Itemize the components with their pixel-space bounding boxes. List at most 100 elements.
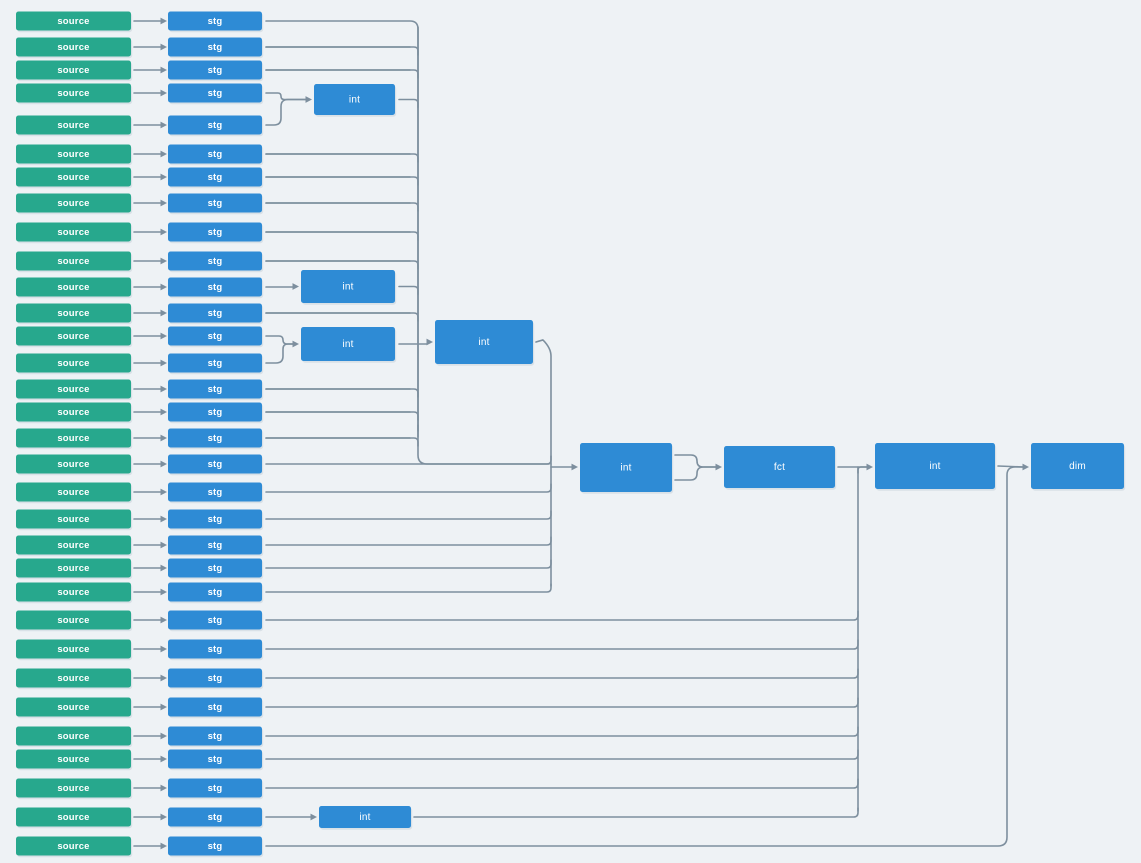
node-int-merge[interactable]: int — [435, 320, 535, 366]
node-box[interactable] — [580, 443, 672, 492]
node-int-right[interactable]: int — [875, 443, 997, 491]
node-box[interactable] — [168, 558, 262, 578]
node-stg-7[interactable]: stg — [168, 193, 264, 215]
node-box[interactable] — [1031, 443, 1124, 489]
node-box[interactable] — [168, 167, 262, 187]
node-int-bottom[interactable]: int — [319, 806, 413, 830]
node-stg-18[interactable]: stg — [168, 482, 264, 504]
node-stg-24[interactable]: stg — [168, 639, 264, 661]
node-box[interactable] — [16, 144, 131, 164]
node-box[interactable] — [168, 697, 262, 717]
node-box[interactable] — [16, 37, 131, 57]
node-box[interactable] — [168, 402, 262, 422]
node-box[interactable] — [168, 428, 262, 448]
node-box[interactable] — [724, 446, 835, 488]
node-box[interactable] — [16, 639, 131, 659]
node-box[interactable] — [168, 726, 262, 746]
node-source-24[interactable]: source — [16, 639, 133, 661]
node-box[interactable] — [16, 353, 131, 373]
node-box[interactable] — [168, 454, 262, 474]
node-int-top[interactable]: int — [314, 84, 397, 117]
node-box[interactable] — [168, 535, 262, 555]
node-stg-23[interactable]: stg — [168, 610, 264, 632]
node-source-31[interactable]: source — [16, 836, 133, 858]
node-source-10[interactable]: source — [16, 277, 133, 299]
node-box[interactable] — [168, 115, 262, 135]
node-stg-16[interactable]: stg — [168, 428, 264, 450]
node-dim[interactable]: dim — [1031, 443, 1126, 491]
node-box[interactable] — [168, 639, 262, 659]
node-source-4[interactable]: source — [16, 115, 133, 137]
node-box[interactable] — [16, 582, 131, 602]
node-stg-26[interactable]: stg — [168, 697, 264, 719]
node-box[interactable] — [168, 807, 262, 827]
node-source-16[interactable]: source — [16, 428, 133, 450]
node-box[interactable] — [168, 144, 262, 164]
node-box[interactable] — [16, 509, 131, 529]
node-stg-21[interactable]: stg — [168, 558, 264, 580]
node-source-12[interactable]: source — [16, 326, 133, 348]
node-stg-1[interactable]: stg — [168, 37, 264, 59]
node-stg-28[interactable]: stg — [168, 749, 264, 771]
node-box[interactable] — [168, 251, 262, 271]
node-box[interactable] — [16, 836, 131, 856]
node-stg-31[interactable]: stg — [168, 836, 264, 858]
node-stg-6[interactable]: stg — [168, 167, 264, 189]
node-int-main[interactable]: int — [580, 443, 674, 494]
node-source-29[interactable]: source — [16, 778, 133, 800]
node-source-21[interactable]: source — [16, 558, 133, 580]
node-stg-15[interactable]: stg — [168, 402, 264, 424]
node-source-26[interactable]: source — [16, 697, 133, 719]
node-box[interactable] — [16, 778, 131, 798]
node-source-18[interactable]: source — [16, 482, 133, 504]
node-box[interactable] — [168, 193, 262, 213]
node-source-17[interactable]: source — [16, 454, 133, 476]
node-source-28[interactable]: source — [16, 749, 133, 771]
node-box[interactable] — [168, 836, 262, 856]
node-source-9[interactable]: source — [16, 251, 133, 273]
node-box[interactable] — [168, 277, 262, 297]
node-int-mid1[interactable]: int — [301, 270, 397, 305]
node-box[interactable] — [314, 84, 395, 115]
node-source-23[interactable]: source — [16, 610, 133, 632]
node-source-25[interactable]: source — [16, 668, 133, 690]
node-stg-22[interactable]: stg — [168, 582, 264, 604]
node-box[interactable] — [168, 83, 262, 103]
node-box[interactable] — [168, 353, 262, 373]
node-stg-0[interactable]: stg — [168, 11, 264, 33]
node-stg-19[interactable]: stg — [168, 509, 264, 531]
node-box[interactable] — [168, 582, 262, 602]
node-source-6[interactable]: source — [16, 167, 133, 189]
node-box[interactable] — [16, 277, 131, 297]
node-box[interactable] — [168, 668, 262, 688]
node-stg-17[interactable]: stg — [168, 454, 264, 476]
node-box[interactable] — [16, 167, 131, 187]
node-int-mid2[interactable]: int — [301, 327, 397, 363]
node-stg-25[interactable]: stg — [168, 668, 264, 690]
node-box[interactable] — [16, 303, 131, 323]
node-box[interactable] — [168, 778, 262, 798]
node-stg-9[interactable]: stg — [168, 251, 264, 273]
node-source-13[interactable]: source — [16, 353, 133, 375]
node-source-15[interactable]: source — [16, 402, 133, 424]
node-box[interactable] — [16, 668, 131, 688]
node-stg-14[interactable]: stg — [168, 379, 264, 401]
node-box[interactable] — [168, 222, 262, 242]
node-box[interactable] — [16, 697, 131, 717]
node-box[interactable] — [16, 726, 131, 746]
node-box[interactable] — [16, 428, 131, 448]
node-box[interactable] — [16, 83, 131, 103]
node-box[interactable] — [168, 509, 262, 529]
node-box[interactable] — [16, 610, 131, 630]
node-box[interactable] — [168, 379, 262, 399]
node-box[interactable] — [16, 11, 131, 31]
node-box[interactable] — [16, 482, 131, 502]
node-box[interactable] — [16, 379, 131, 399]
node-stg-13[interactable]: stg — [168, 353, 264, 375]
node-source-0[interactable]: source — [16, 11, 133, 33]
node-box[interactable] — [16, 222, 131, 242]
node-box[interactable] — [168, 11, 262, 31]
node-source-5[interactable]: source — [16, 144, 133, 166]
node-box[interactable] — [168, 37, 262, 57]
